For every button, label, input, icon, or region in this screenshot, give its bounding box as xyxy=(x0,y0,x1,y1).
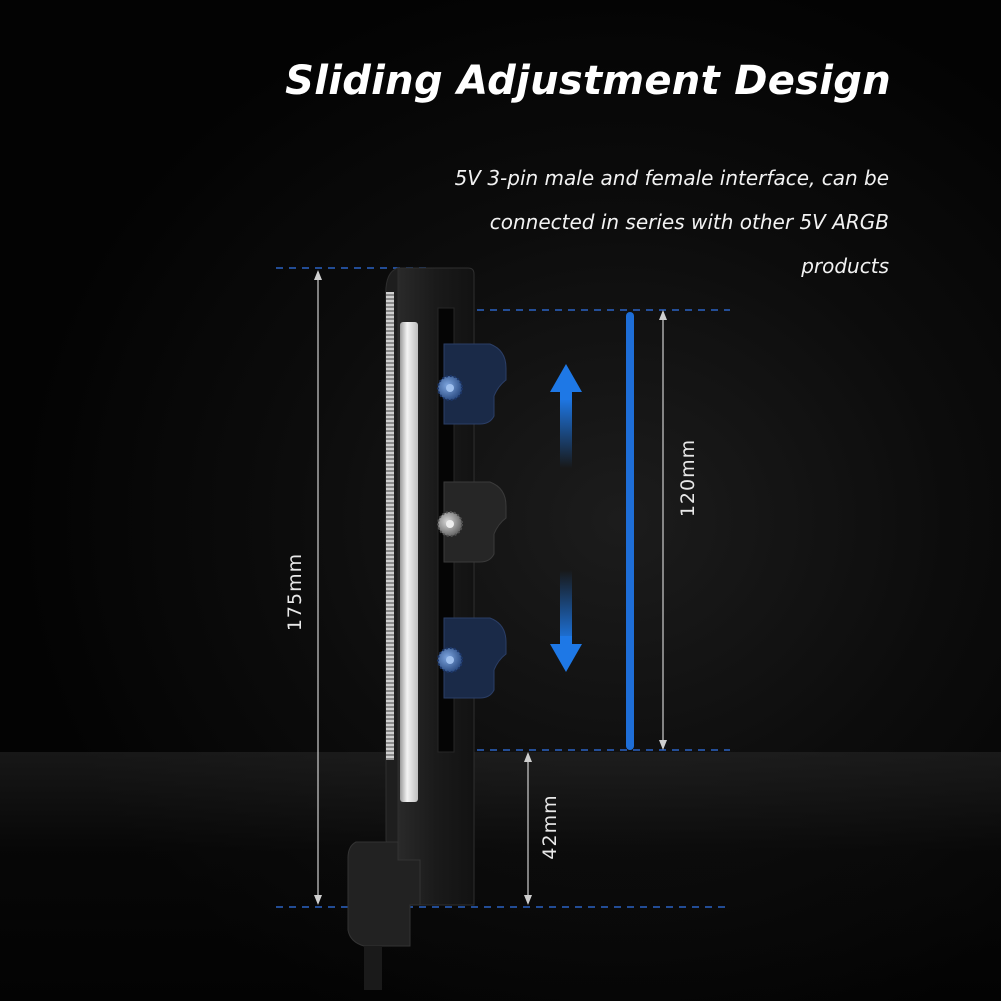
gpu-bracket xyxy=(347,267,475,990)
dimension-arrows xyxy=(314,270,667,905)
bottom-offset-label: 42mm xyxy=(539,794,561,860)
down-arrow-icon xyxy=(550,570,582,672)
total-height-label: 175mm xyxy=(284,552,306,632)
support-arm-bottom xyxy=(443,617,507,699)
rgb-edge-ridges xyxy=(386,292,394,760)
page-title: Sliding Adjustment Design xyxy=(285,58,891,104)
support-arm-middle xyxy=(443,481,507,563)
thumb-screws xyxy=(437,375,463,673)
floor-reflection xyxy=(0,752,1001,1001)
argb-light-bar xyxy=(400,322,418,802)
slide-range-label: 120mm xyxy=(677,438,699,518)
bracket-foot xyxy=(347,841,421,947)
support-arms xyxy=(443,343,507,699)
support-arm-top xyxy=(443,343,507,425)
feature-description: 5V 3-pin male and female interface, can … xyxy=(454,166,889,278)
up-arrow-icon xyxy=(550,364,582,468)
